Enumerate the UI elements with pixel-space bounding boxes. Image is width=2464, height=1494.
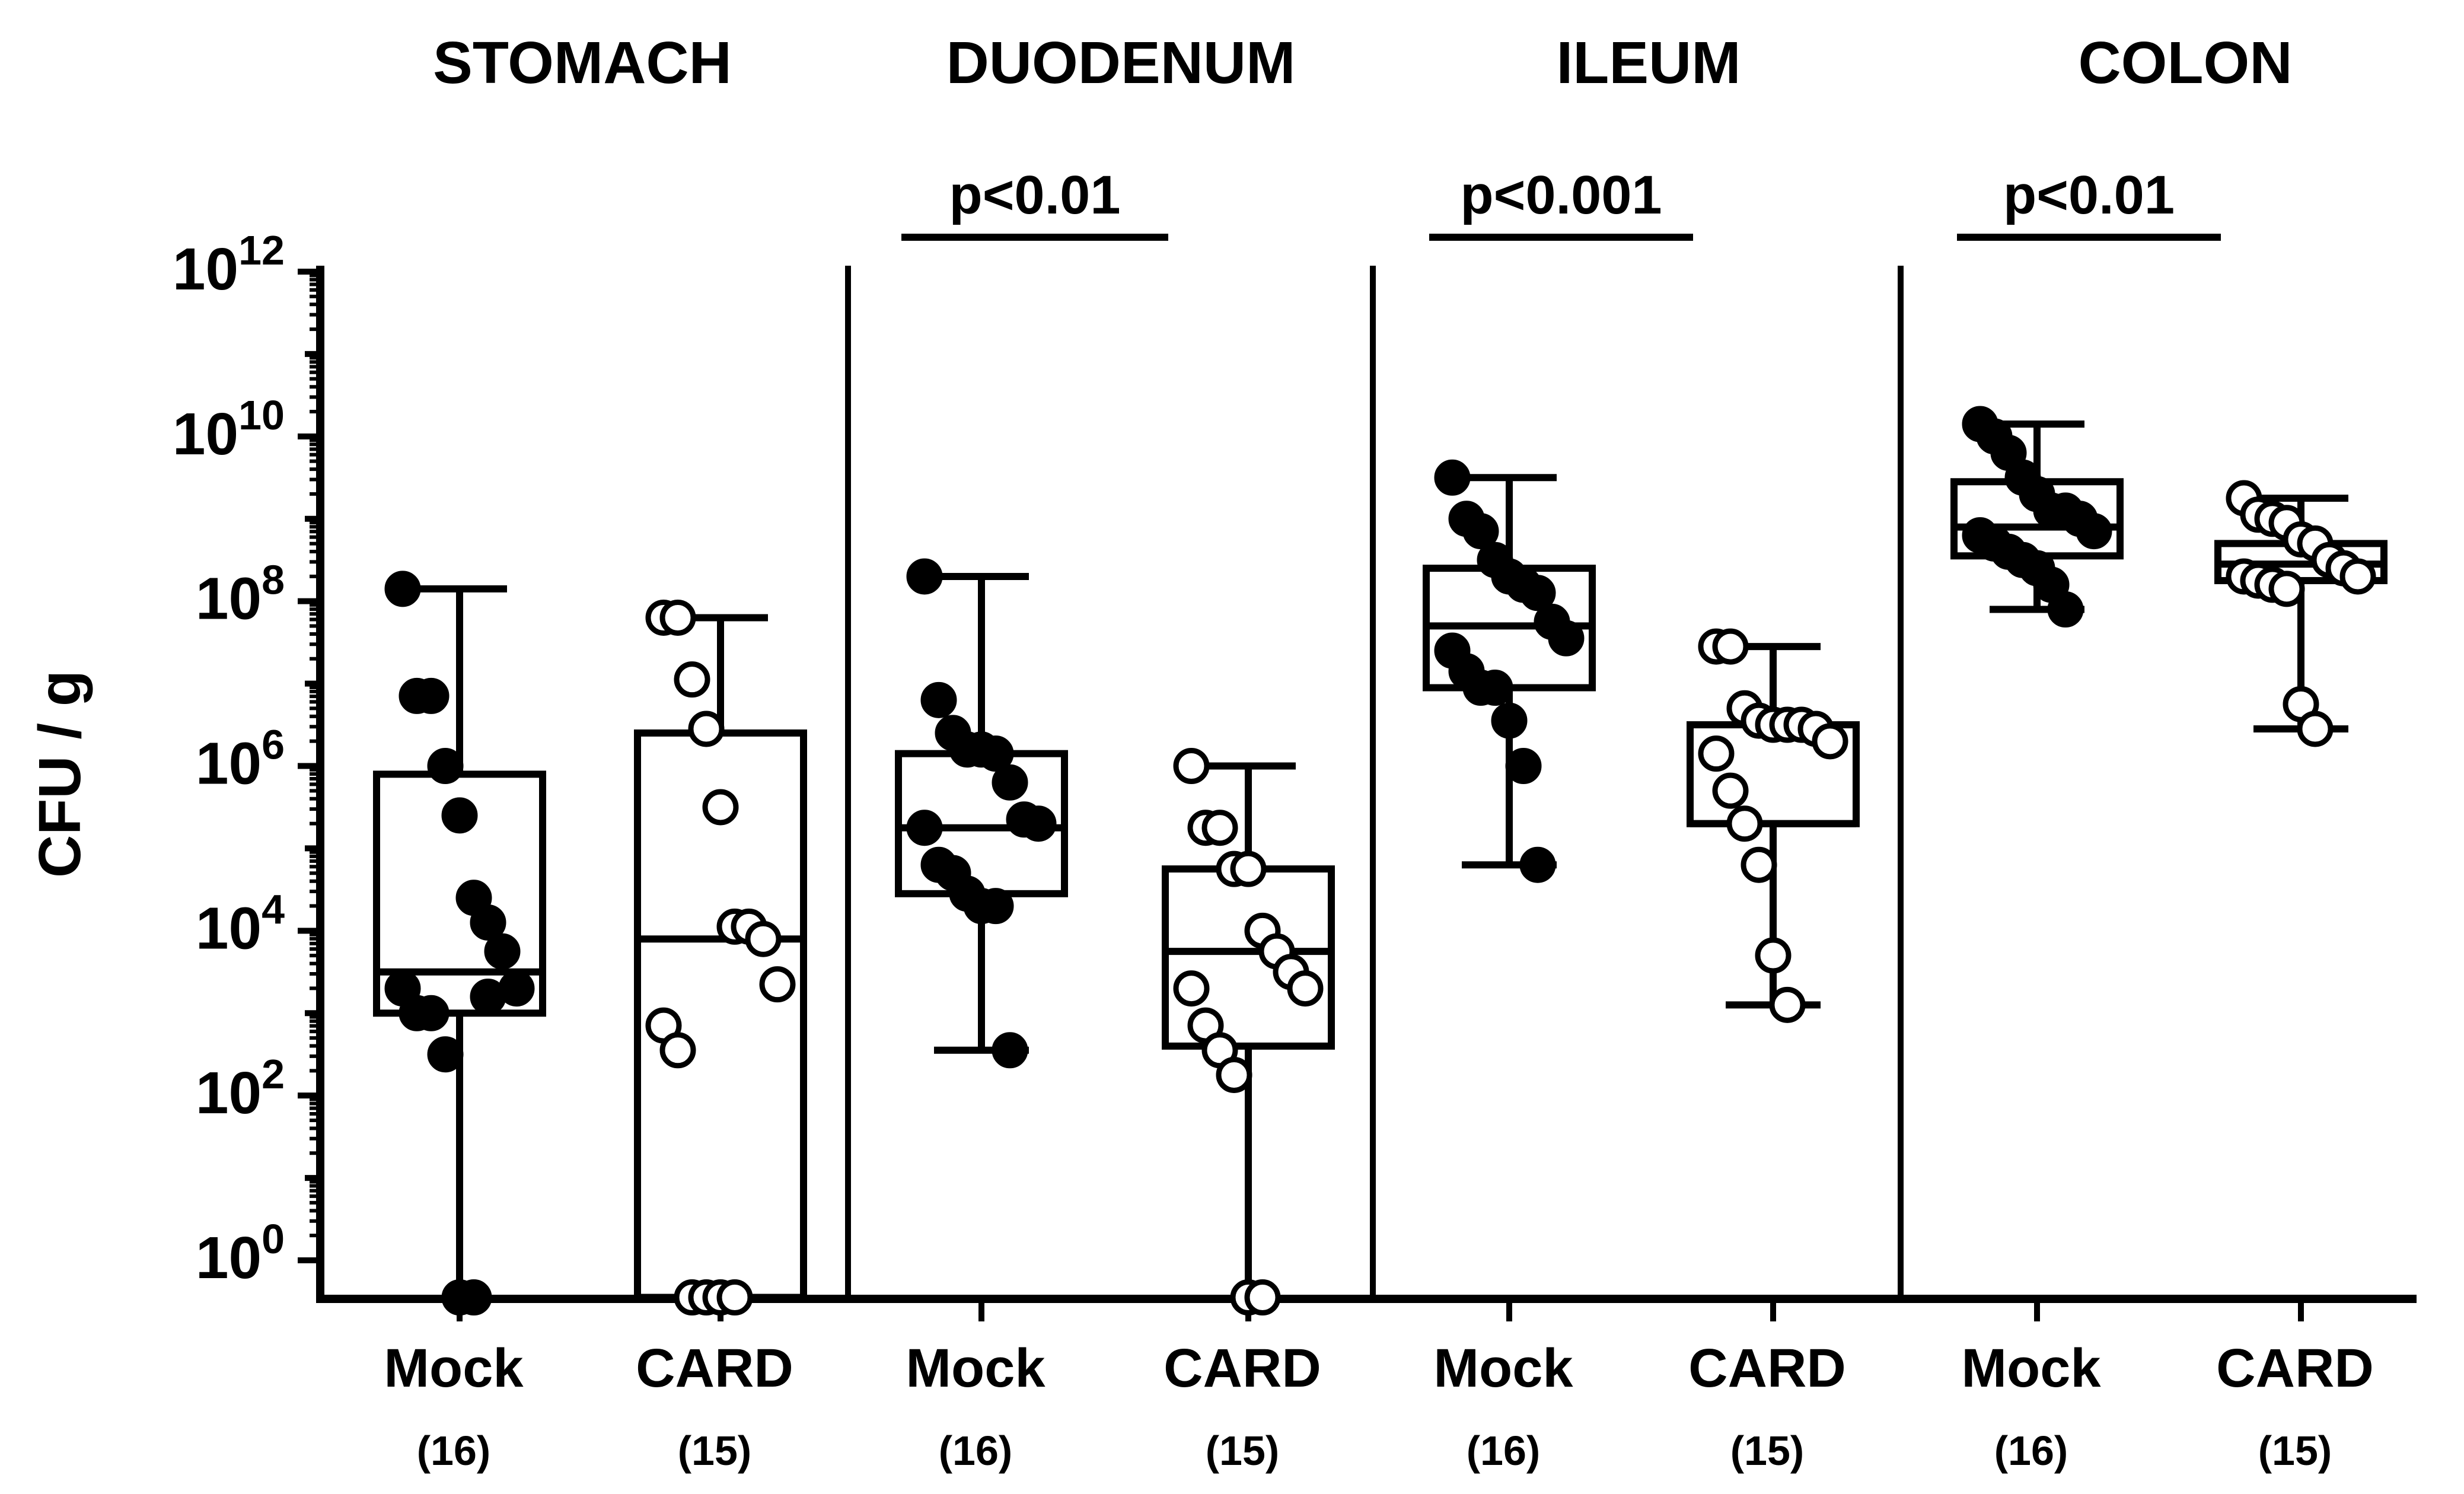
data-point	[2076, 513, 2112, 550]
data-point	[441, 797, 478, 834]
data-point	[1726, 805, 1763, 842]
data-point	[1477, 670, 1513, 706]
data-point	[413, 677, 450, 714]
data-point	[977, 735, 1014, 772]
y-axis-label: CFU / g	[27, 670, 93, 878]
sample-size-label: (15)	[1730, 1428, 1804, 1474]
data-point	[455, 1279, 492, 1316]
data-point	[1712, 628, 1749, 665]
p-value-label: p<0.001	[1460, 165, 1662, 225]
x-tick-label-mock: Mock	[384, 1338, 524, 1399]
data-point	[427, 1036, 464, 1073]
y-tick-label: 1010	[173, 392, 285, 467]
data-point	[659, 599, 696, 636]
sample-size-label: (16)	[1994, 1428, 2068, 1474]
data-point	[1173, 970, 1210, 1007]
x-tick-label-mock: Mock	[1433, 1338, 1573, 1399]
x-tick-label-card: CARD	[2216, 1338, 2374, 1399]
sample-size-label: (15)	[678, 1428, 751, 1474]
data-point	[470, 904, 506, 941]
data-point	[906, 558, 943, 595]
data-point	[992, 764, 1028, 801]
y-tick-label: 102	[196, 1051, 285, 1126]
data-point	[1755, 937, 1792, 974]
data-point	[674, 661, 710, 698]
sample-size-label: (16)	[1467, 1428, 1540, 1474]
data-point	[716, 1279, 753, 1316]
data-point	[1173, 748, 1210, 784]
data-point	[745, 920, 782, 957]
y-tick-label: 108	[196, 557, 285, 632]
data-point	[1020, 805, 1057, 842]
data-point	[384, 571, 421, 607]
data-point	[484, 933, 521, 970]
panel-title-stomach: STOMACH	[433, 30, 732, 96]
data-point	[1230, 850, 1267, 887]
data-point	[1505, 748, 1542, 784]
data-point	[2268, 571, 2305, 607]
data-point	[1698, 735, 1735, 772]
data-point	[1287, 970, 1324, 1007]
data-point	[413, 995, 450, 1031]
data-point	[1519, 575, 1556, 611]
data-point	[906, 810, 943, 846]
panel-title-ileum: ILEUM	[1556, 30, 1741, 96]
sample-size-label: (15)	[1206, 1428, 1279, 1474]
y-tick-label: 104	[196, 886, 285, 961]
data-point	[1201, 810, 1238, 846]
data-point	[2047, 591, 2084, 628]
p-value-label: p<0.01	[2003, 165, 2175, 225]
data-point	[2297, 711, 2334, 747]
data-point	[1244, 1279, 1281, 1316]
data-point	[1434, 459, 1471, 496]
data-point	[759, 966, 796, 1003]
data-point	[659, 1032, 696, 1069]
data-point	[1812, 723, 1848, 760]
data-point	[1741, 846, 1777, 883]
x-tick-label-mock: Mock	[1961, 1338, 2101, 1399]
data-point	[688, 711, 725, 747]
data-point	[1462, 513, 1499, 550]
data-point	[2339, 558, 2376, 595]
panel-title-duodenum: DUODENUM	[946, 30, 1296, 96]
data-point	[992, 1032, 1028, 1069]
p-value-label: p<0.01	[949, 165, 1121, 225]
sample-size-label: (15)	[2258, 1428, 2332, 1474]
data-point	[1491, 702, 1528, 739]
y-tick-label: 106	[196, 722, 285, 797]
data-point	[1216, 1056, 1252, 1093]
data-point	[1712, 772, 1749, 809]
x-tick-label-mock: Mock	[906, 1338, 1045, 1399]
data-point	[1519, 846, 1556, 883]
data-point	[470, 978, 506, 1015]
sample-size-label: (16)	[939, 1428, 1012, 1474]
data-point	[977, 888, 1014, 925]
data-point	[702, 789, 739, 826]
data-point	[1769, 986, 1806, 1023]
y-tick-label: 1012	[173, 227, 285, 302]
x-tick-label-card: CARD	[636, 1338, 793, 1399]
sample-size-label: (16)	[417, 1428, 490, 1474]
panel-title-colon: COLON	[2078, 30, 2292, 96]
y-tick-label: 100	[196, 1216, 285, 1291]
data-point	[1548, 620, 1585, 657]
data-point	[920, 681, 957, 718]
x-tick-label-card: CARD	[1164, 1338, 1321, 1399]
data-point	[427, 748, 464, 784]
x-tick-label-card: CARD	[1688, 1338, 1846, 1399]
